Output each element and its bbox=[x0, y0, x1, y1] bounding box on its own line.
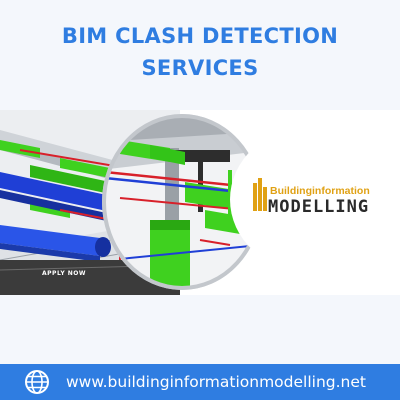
globe-icon bbox=[25, 370, 49, 394]
headline-line2: SERVICES bbox=[141, 56, 259, 80]
headline-line1: BIM CLASH DETECTION bbox=[61, 24, 339, 48]
image-stamp: APPLY NOW bbox=[42, 270, 87, 277]
website-link[interactable]: www.buildinginformationmodelling.net bbox=[66, 373, 366, 391]
logo-text-bottom: MODELLING bbox=[268, 197, 370, 217]
logo-text-top: Buildinginformation bbox=[270, 185, 370, 197]
footer-bar: www.buildinginformationmodelling.net bbox=[0, 364, 400, 400]
company-logo: Buildinginformation MODELLING bbox=[230, 127, 390, 272]
building-logo-icon bbox=[253, 178, 267, 211]
page-headline: BIM CLASH DETECTION SERVICES bbox=[0, 20, 400, 84]
